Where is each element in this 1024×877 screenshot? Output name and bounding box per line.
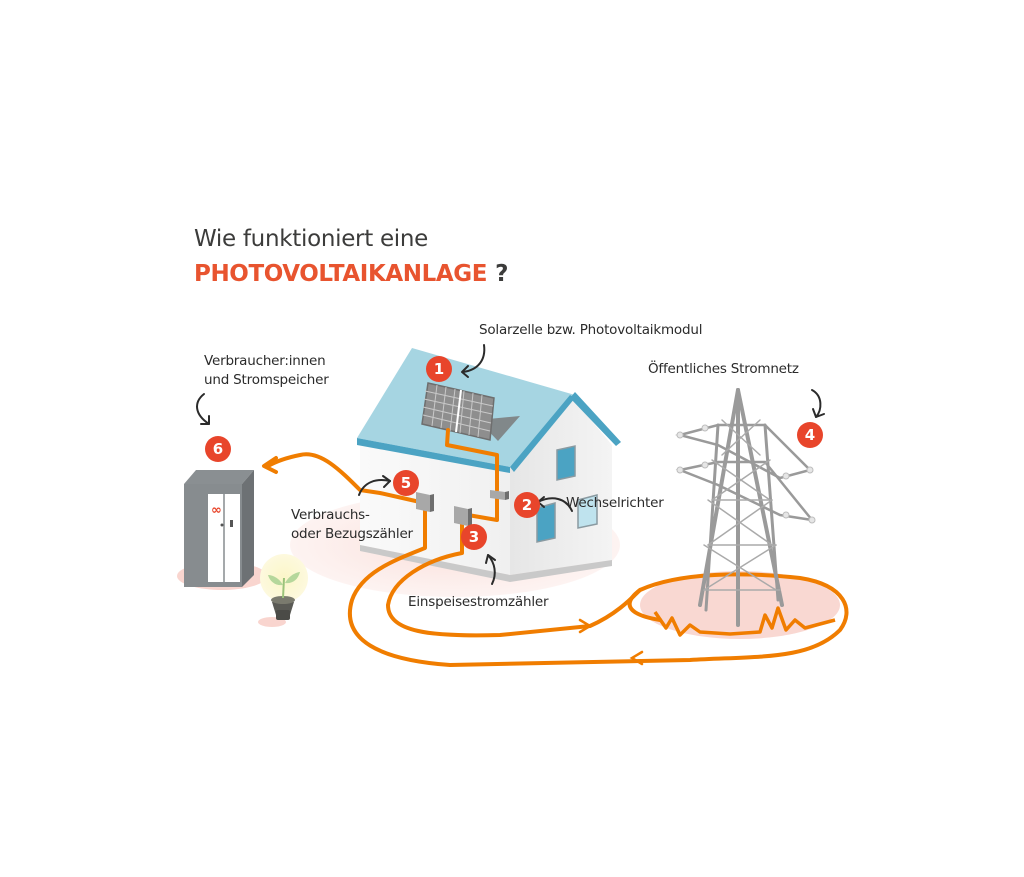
solar-panel-icon (421, 382, 520, 441)
grid-zigzag (653, 606, 836, 637)
house-icon (357, 348, 621, 582)
label-consumption-meter-line2: oder Bezugszähler (291, 526, 413, 542)
label-consumers-storage: Verbraucher:innen und Stromspeicher (204, 352, 329, 390)
arrow-from-grid (629, 650, 644, 666)
label-inverter: Wechselrichter (566, 495, 664, 511)
cable-meter-down (348, 508, 849, 667)
badge-4: 4 (797, 422, 823, 448)
title-line-2: PHOTOVOLTAIKANLAGE? (194, 261, 508, 287)
badge-6: 6 (205, 436, 231, 462)
pointer-arrow-6 (196, 393, 210, 425)
badge-3: 3 (461, 524, 487, 550)
label-feed-in-meter: Einspeisestromzähler (408, 594, 549, 610)
pointer-arrow-5 (358, 479, 391, 496)
pointer-arrow-1 (462, 344, 486, 373)
label-solar-module: Solarzelle bzw. Photovoltaikmodul (479, 322, 703, 338)
title-accent: PHOTOVOLTAIKANLAGE (194, 261, 488, 287)
label-consumers-storage-line1: Verbraucher:innen (204, 353, 326, 369)
cable-inverter-to-feedin-meter (466, 496, 499, 522)
badge-2: 2 (514, 492, 540, 518)
cable-meter-to-storage (266, 452, 422, 504)
title-question-mark: ? (495, 261, 509, 287)
power-cables (266, 428, 849, 667)
badge-1: 1 (426, 356, 452, 382)
power-pylon-icon (675, 388, 816, 627)
cable-panel-to-inverter (445, 428, 499, 492)
light-bulb-icon (268, 572, 300, 620)
label-public-grid: Öffentliches Stromnetz (648, 361, 799, 377)
feed-in-meter-icon (454, 506, 472, 526)
cable-feedin-down (386, 518, 642, 638)
label-consumers-storage-line2: und Stromspeicher (204, 372, 329, 388)
pointer-arrow-2 (537, 497, 573, 512)
badge-5: 5 (393, 470, 419, 496)
pointer-arrow-4 (811, 389, 822, 418)
title-line-1: Wie funktioniert eine (194, 226, 429, 252)
label-consumption-meter-line1: Verbrauchs- (291, 507, 370, 523)
infinity-logo-icon: ∞ (211, 503, 222, 518)
inverter-icon (490, 490, 509, 500)
battery-storage-icon: ∞ (184, 470, 254, 587)
arrow-to-grid (578, 618, 593, 634)
consumption-meter-icon (416, 492, 434, 512)
arrow-to-storage (262, 456, 278, 474)
label-consumption-meter: Verbrauchs- oder Bezugszähler (291, 506, 413, 544)
